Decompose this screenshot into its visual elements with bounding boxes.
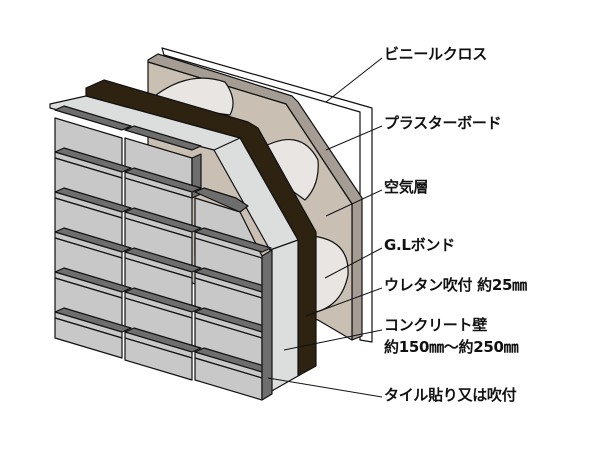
vinyl-cloth-layer <box>161 47 373 343</box>
label-air-layer: 空気層 <box>384 178 429 196</box>
label-tile: タイル貼り又は吹付 <box>384 386 517 404</box>
leader-lines <box>267 57 383 398</box>
label-gl-bond: G.Lボンド <box>384 236 455 254</box>
label-urethane: ウレタン吹付 約25㎜ <box>384 276 527 294</box>
label-vinyl-cloth: ビニールクロス <box>384 45 487 63</box>
label-concrete-wall: コンクリート壁 <box>384 316 487 334</box>
tile-layer <box>54 105 273 401</box>
air-layer-blob-lower <box>311 235 349 313</box>
label-concrete-thickness: 約150㎜～約250㎜ <box>384 338 519 356</box>
label-plaster-board: プラスターボード <box>384 114 502 132</box>
